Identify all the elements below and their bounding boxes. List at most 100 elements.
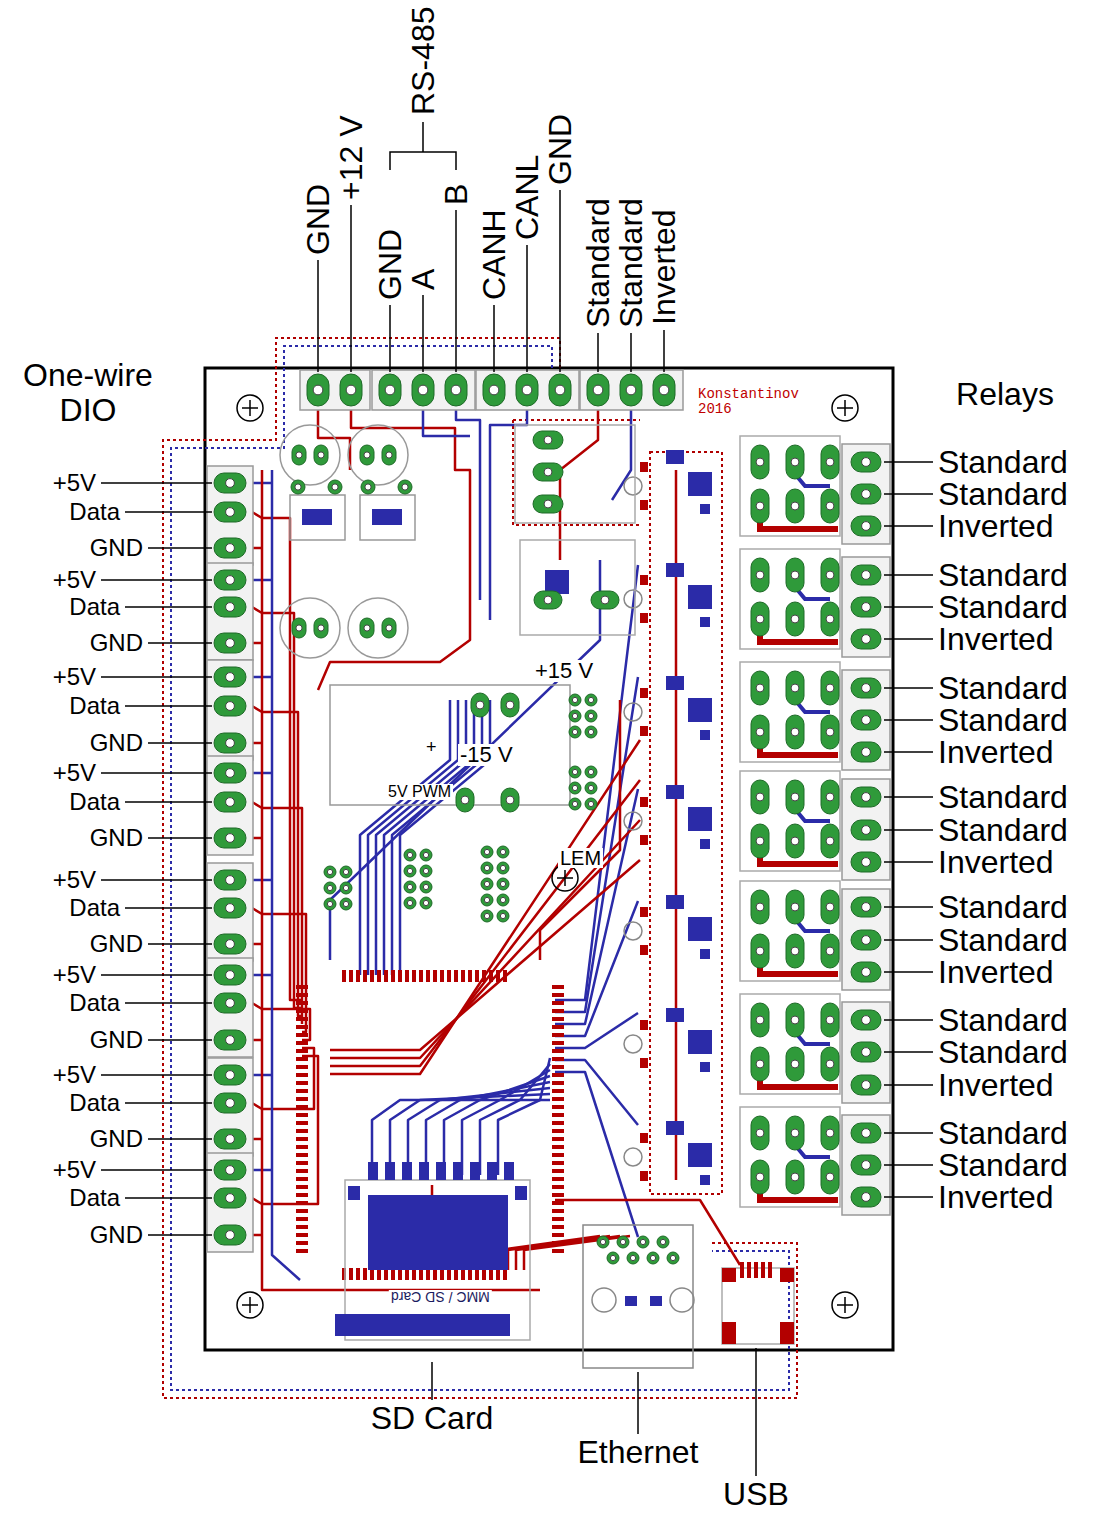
- solder-pad: [851, 597, 881, 617]
- drill-hole: [365, 484, 371, 490]
- solder-pad: [591, 591, 619, 609]
- copper-trace: [462, 1070, 550, 1175]
- copper-trace: [555, 789, 638, 1024]
- smd-pad: [666, 563, 684, 577]
- drill-hole: [862, 635, 871, 644]
- drill-hole: [226, 940, 235, 949]
- solder-pad: [821, 1047, 839, 1081]
- smd-pad: [640, 907, 648, 917]
- copper-trace: [252, 706, 302, 1016]
- drill-hole: [296, 452, 302, 458]
- solder-pad: [851, 565, 881, 585]
- solder-pad: [751, 934, 769, 968]
- leader-line: [884, 687, 933, 689]
- leader-line: [884, 829, 933, 831]
- smd-pad: [552, 1049, 564, 1053]
- pin-label: Standard: [938, 446, 1068, 478]
- smd-pad: [398, 970, 402, 982]
- copper-trace: [516, 1236, 620, 1270]
- drill-hole: [862, 793, 871, 802]
- solder-pad: [786, 890, 804, 924]
- drill-hole: [640, 1239, 645, 1244]
- leader-line: [101, 974, 212, 976]
- solder-pad: [314, 618, 328, 638]
- solder-pad: [569, 710, 581, 722]
- solder-pad: [657, 1236, 669, 1248]
- smd-pad: [700, 617, 710, 627]
- drill-hole: [407, 884, 412, 889]
- drill-hole: [791, 903, 799, 911]
- smd-pad: [700, 839, 710, 849]
- pin-label: Inverted: [938, 623, 1054, 655]
- leader-line: [884, 1164, 933, 1166]
- drill-hole: [862, 603, 871, 612]
- pin-label: Standard: [938, 1036, 1068, 1068]
- solder-pad: [751, 824, 769, 858]
- solder-pad: [360, 618, 374, 638]
- drill-hole: [226, 798, 235, 807]
- solder-pad: [420, 865, 432, 877]
- smd-pad: [688, 917, 712, 941]
- drill-hole: [407, 852, 412, 857]
- component-callout: USB: [723, 1478, 789, 1510]
- smd-pad: [385, 1162, 395, 1180]
- drill-hole: [626, 385, 636, 395]
- drill-hole: [489, 385, 499, 395]
- drill-hole: [862, 1016, 871, 1025]
- drill-hole: [500, 897, 505, 902]
- drill-hole: [226, 508, 235, 517]
- smd-pad: [552, 985, 564, 989]
- pin-label: A: [407, 269, 439, 290]
- smd-pad: [296, 1041, 308, 1045]
- mounting-hole: [552, 865, 578, 891]
- smd-pad: [384, 970, 388, 982]
- smd-pad: [296, 1025, 308, 1029]
- capacitor: [280, 425, 340, 485]
- drill-hole: [826, 458, 834, 466]
- leader-line: [884, 461, 933, 463]
- drill-hole: [226, 739, 235, 748]
- solder-pad: [647, 1252, 659, 1264]
- drill-hole: [407, 900, 412, 905]
- leader-line: [148, 642, 212, 644]
- copper-trace: [524, 1236, 630, 1270]
- solder-pad: [627, 1252, 639, 1264]
- smd-pad: [296, 1073, 308, 1077]
- copper-trace: [384, 700, 474, 975]
- drill-hole: [522, 385, 532, 395]
- smd-pad: [296, 1217, 308, 1221]
- smd-pad: [296, 1097, 308, 1101]
- drill-hole: [791, 571, 799, 579]
- solder-pad: [214, 597, 246, 617]
- drill-hole: [555, 385, 565, 395]
- leader-line: [884, 1132, 933, 1134]
- drill-hole: [484, 881, 489, 886]
- solder-pad: [851, 1075, 881, 1095]
- terminal-block: [476, 370, 579, 410]
- solder-pad: [214, 1065, 246, 1085]
- drill-hole: [484, 865, 489, 870]
- drill-hole: [670, 1255, 675, 1260]
- solder-pad: [214, 696, 246, 716]
- solder-pad: [533, 431, 563, 449]
- terminal-block: [300, 370, 370, 410]
- pin-label: Inverted: [938, 736, 1054, 768]
- solder-pad: [751, 489, 769, 523]
- relay-outline: [740, 881, 840, 981]
- silkscreen-text: MMC / SD Card: [389, 1290, 492, 1304]
- drill-hole: [826, 728, 834, 736]
- pin-label: +5V: [53, 963, 96, 987]
- pin-label: +5V: [53, 1158, 96, 1182]
- leader-line: [455, 210, 457, 372]
- pin-label: Inverted: [938, 1069, 1054, 1101]
- drill-hole: [791, 1016, 799, 1024]
- pin-label: Inverted: [938, 510, 1054, 542]
- leader-line: [350, 205, 352, 372]
- solder-pad: [214, 502, 246, 522]
- smd-pad: [405, 970, 409, 982]
- pin-label: Standard: [938, 1004, 1068, 1036]
- smd-pad: [700, 1175, 710, 1185]
- leader-line: [125, 1002, 212, 1004]
- smd-pad: [552, 1081, 564, 1085]
- smd-pad: [419, 970, 423, 982]
